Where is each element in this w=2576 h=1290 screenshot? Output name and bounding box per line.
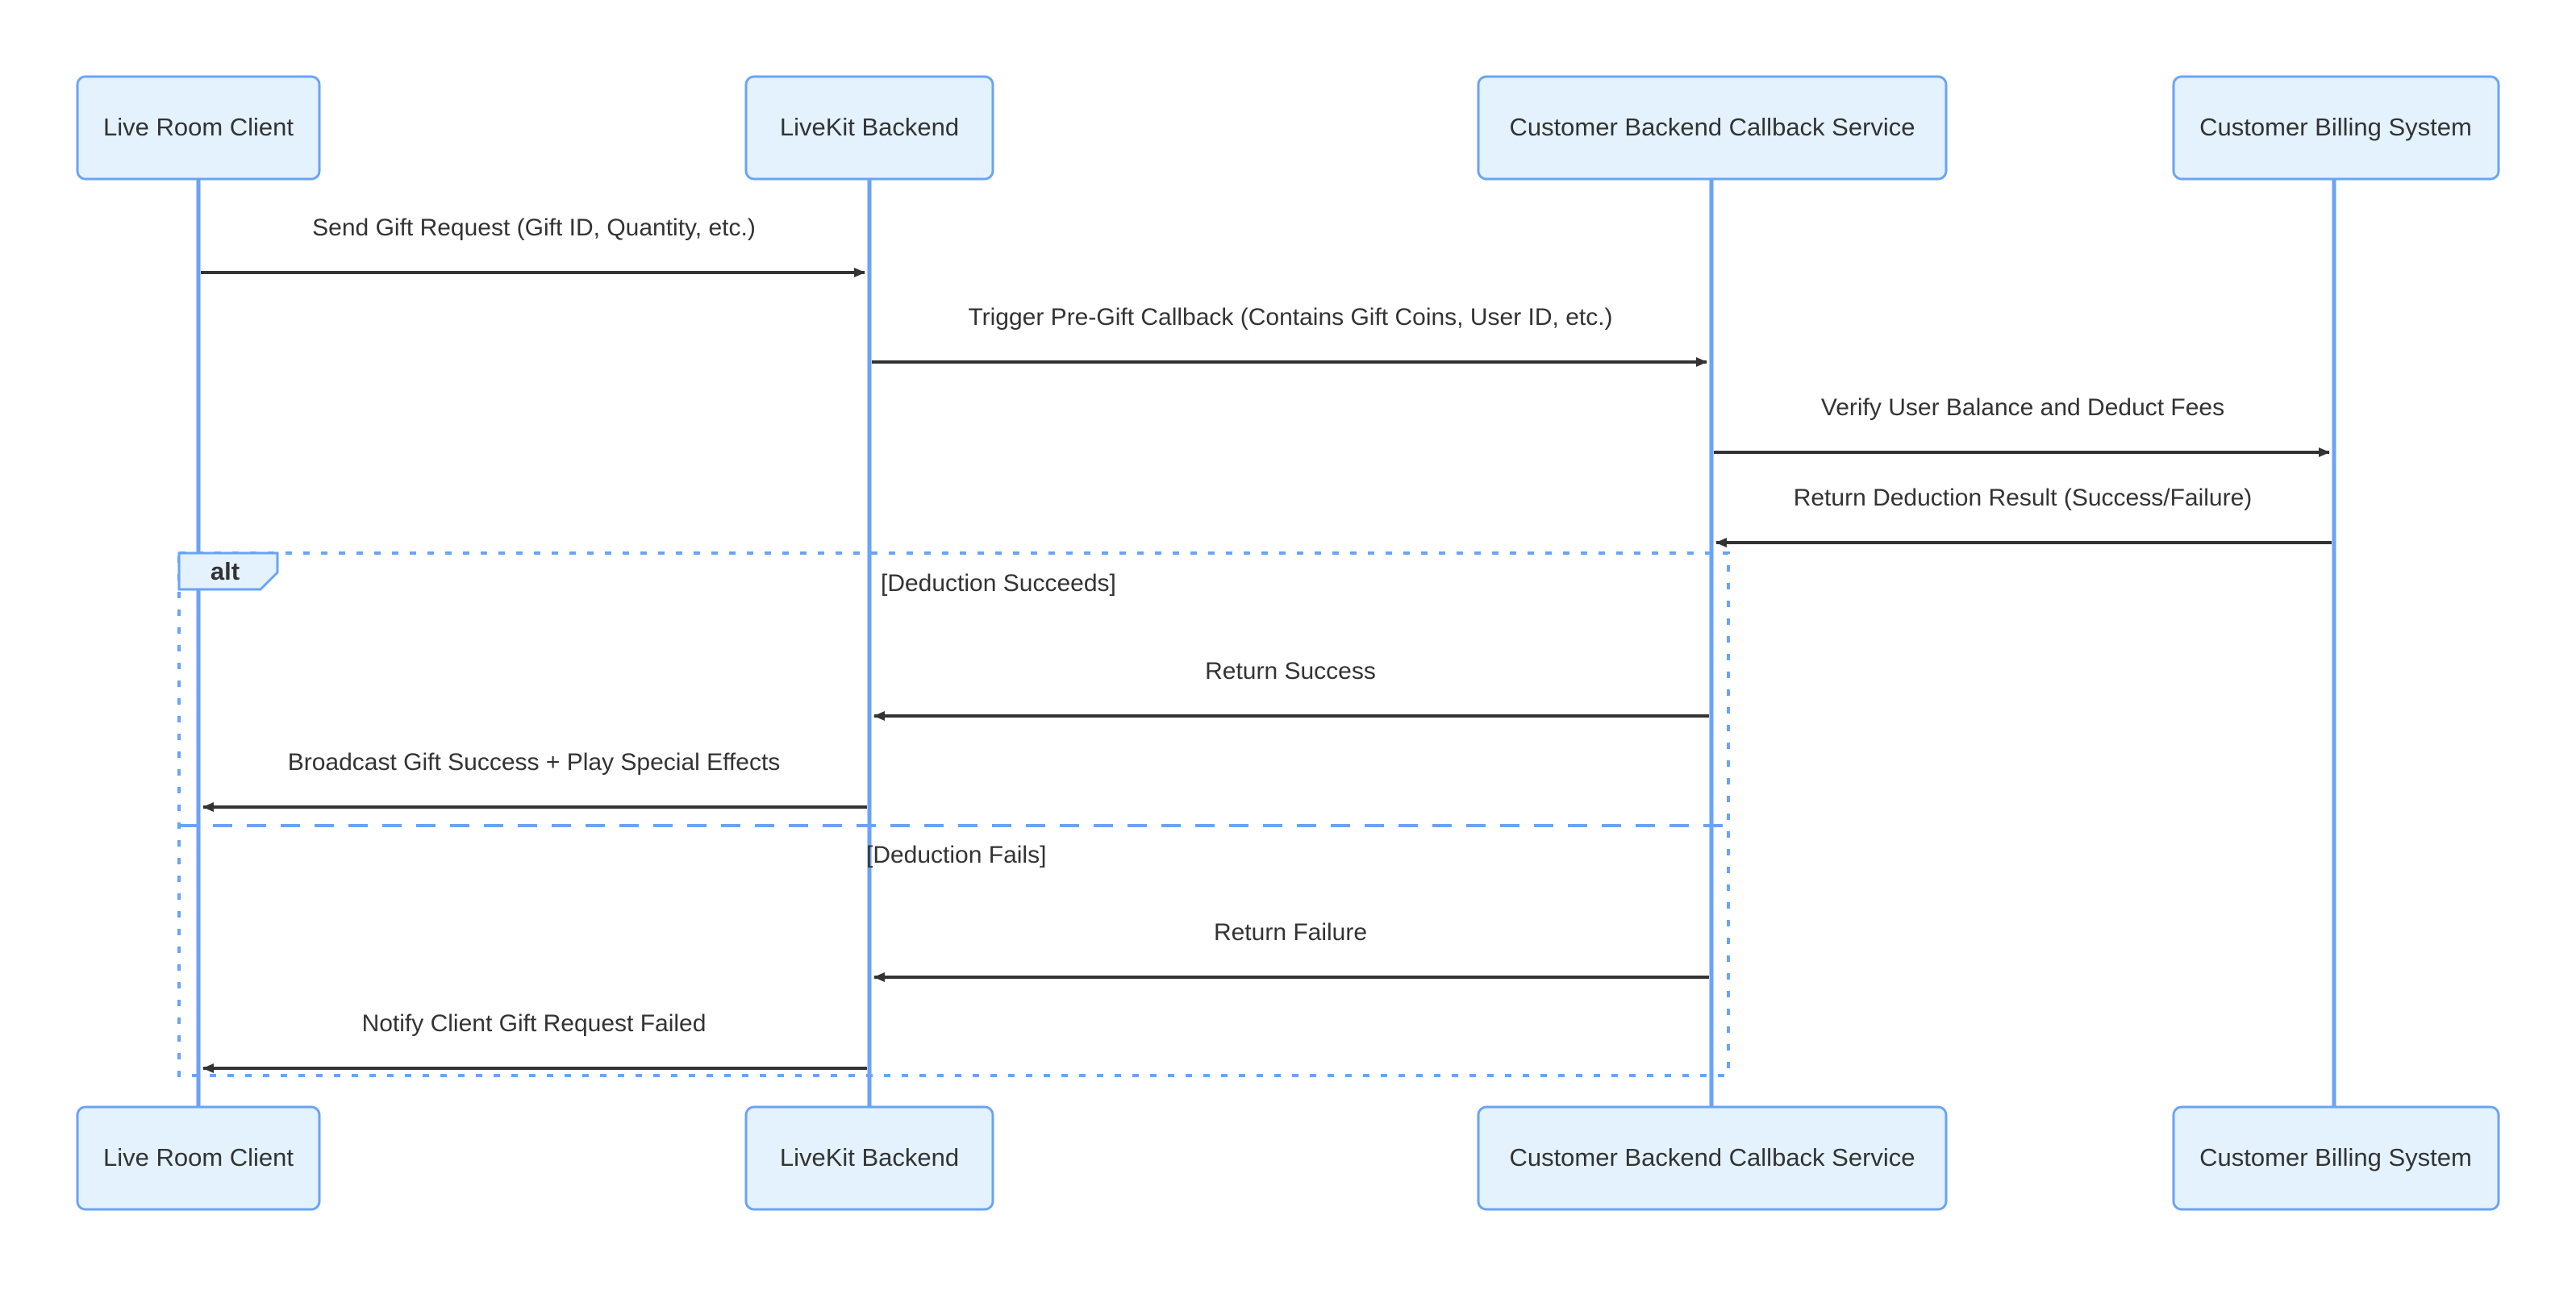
message-m2: Trigger Pre-Gift Callback (Contains Gift… — [872, 304, 1707, 367]
participant-box-callback[interactable]: Customer Backend Callback Service — [1477, 75, 1948, 181]
message-label-m2: Trigger Pre-Gift Callback (Contains Gift… — [968, 304, 1612, 331]
alt-branch-condition-2: [Deduction Fails] — [866, 842, 1046, 868]
participant-label-livekit: LiveKit Backend — [780, 113, 959, 141]
message-m4: Return Deduction Result (Success/Failure… — [1715, 485, 2332, 547]
message-m7: Return Failure — [873, 919, 1709, 982]
participant-label-livekit-bottom: LiveKit Backend — [780, 1143, 959, 1171]
participant-box-livekit-bottom[interactable]: LiveKit Backend — [744, 1105, 994, 1211]
participant-box-client[interactable]: Live Room Client — [76, 75, 321, 181]
message-m1: Send Gift Request (Gift ID, Quantity, et… — [201, 214, 865, 277]
alt-keyword-label: alt — [210, 557, 240, 585]
alt-branch-condition-1: [Deduction Succeeds] — [881, 570, 1116, 597]
participant-box-billing-bottom[interactable]: Customer Billing System — [2172, 1105, 2500, 1211]
message-label-m6: Broadcast Gift Success + Play Special Ef… — [288, 749, 781, 776]
message-label-m1: Send Gift Request (Gift ID, Quantity, et… — [312, 214, 756, 241]
participant-label-billing: Customer Billing System — [2199, 113, 2472, 141]
participant-footer-row: Live Room Client LiveKit Backend Custome… — [76, 1105, 2500, 1211]
participant-label-callback: Customer Backend Callback Service — [1509, 113, 1915, 141]
message-m3: Verify User Balance and Deduct Fees — [1714, 394, 2330, 457]
message-label-m7: Return Failure — [1214, 919, 1367, 946]
lifelines — [196, 179, 2336, 1107]
message-label-m8: Notify Client Gift Request Failed — [362, 1010, 707, 1037]
message-m5: Return Success — [873, 658, 1709, 721]
participant-box-livekit[interactable]: LiveKit Backend — [744, 75, 994, 181]
message-label-m5: Return Success — [1205, 658, 1376, 685]
participant-header-row: Live Room Client LiveKit Backend Custome… — [76, 75, 2500, 181]
participant-label-client-bottom: Live Room Client — [103, 1143, 294, 1171]
participant-box-callback-bottom[interactable]: Customer Backend Callback Service — [1477, 1105, 1948, 1211]
message-m6: Broadcast Gift Success + Play Special Ef… — [202, 749, 867, 812]
message-label-m3: Verify User Balance and Deduct Fees — [1821, 394, 2224, 421]
participant-box-billing[interactable]: Customer Billing System — [2172, 75, 2500, 181]
participant-label-client: Live Room Client — [103, 113, 294, 141]
participant-label-callback-bottom: Customer Backend Callback Service — [1509, 1143, 1915, 1171]
message-label-m4: Return Deduction Result (Success/Failure… — [1794, 485, 2253, 511]
participant-box-client-bottom[interactable]: Live Room Client — [76, 1105, 321, 1211]
participant-label-billing-bottom: Customer Billing System — [2199, 1143, 2472, 1171]
message-m8: Notify Client Gift Request Failed — [202, 1010, 867, 1073]
alt-fragment: alt [Deduction Succeeds] [Deduction Fail… — [177, 551, 1730, 1077]
alt-fragment-border — [177, 551, 1730, 1077]
alt-keyword-tab: alt — [177, 551, 279, 591]
